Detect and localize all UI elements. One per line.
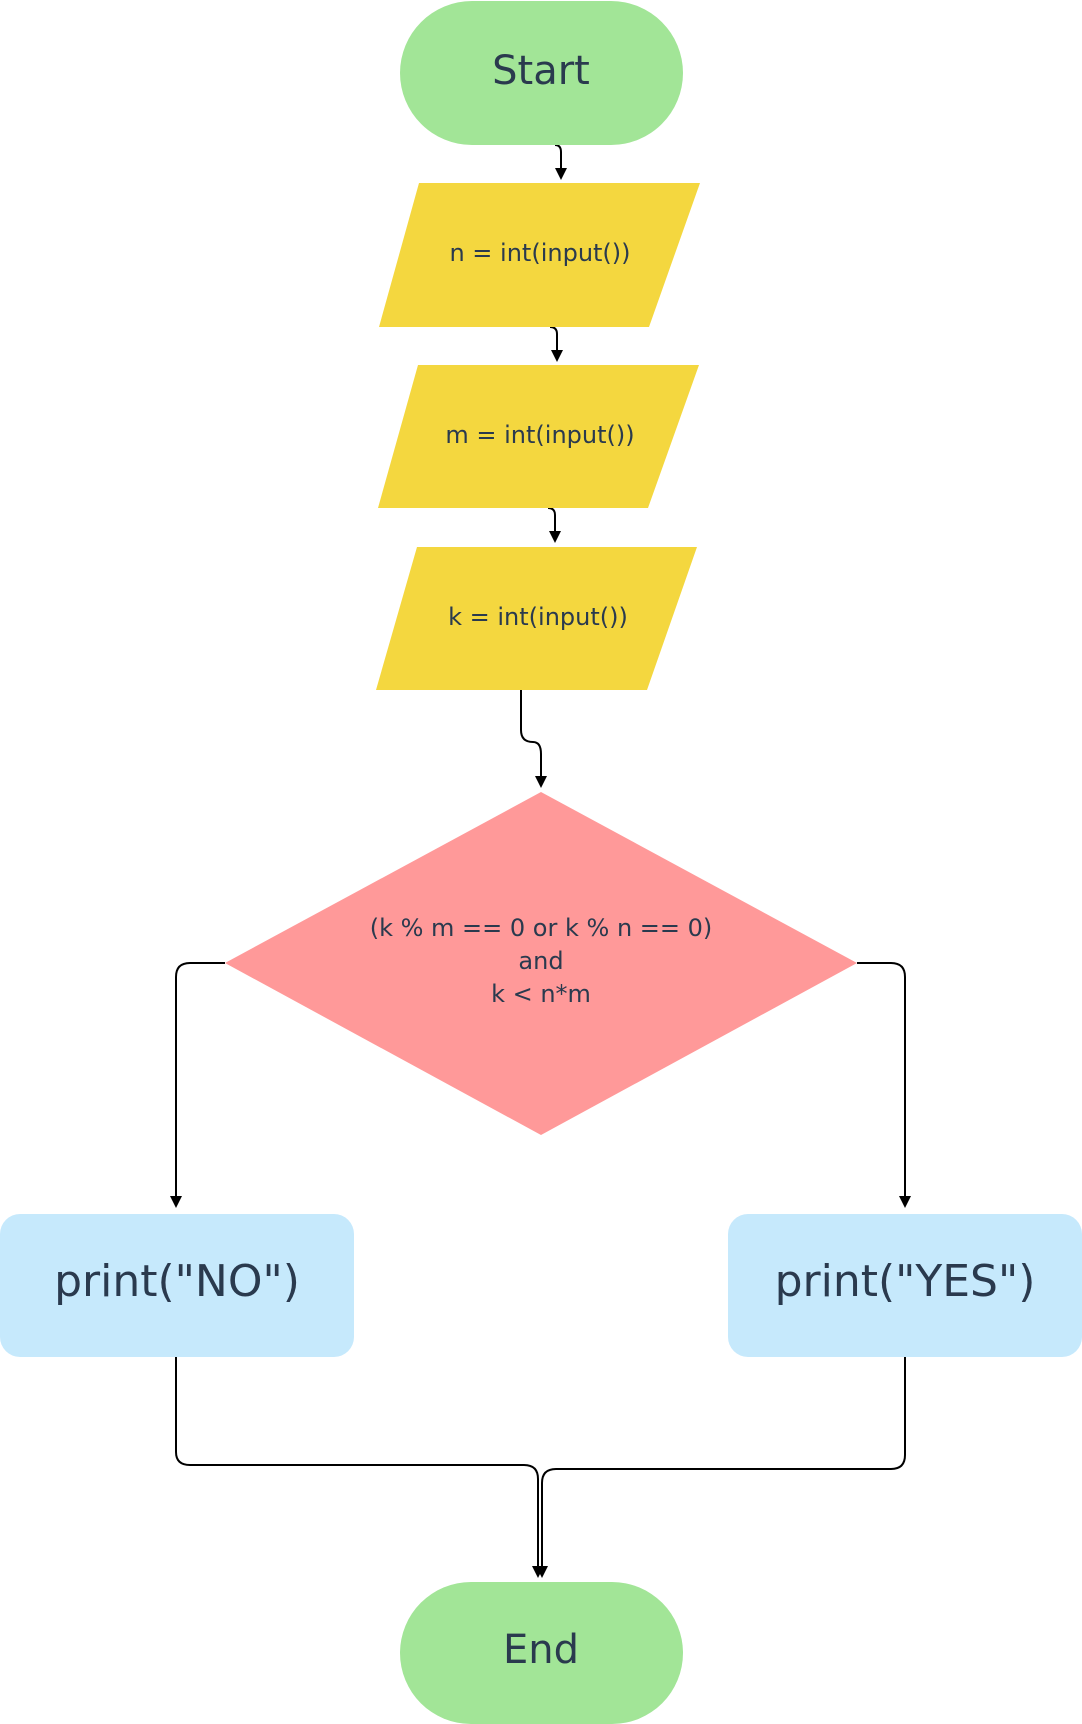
decision-line-2: and	[518, 947, 563, 975]
edge-start-to-n	[554, 144, 567, 180]
print-no-label: print("NO")	[54, 1256, 300, 1307]
input-k-label: k = int(input())	[448, 603, 628, 631]
input-k-shape	[376, 547, 697, 690]
print-no-shape	[0, 1214, 354, 1357]
input-n-label: n = int(input())	[449, 239, 630, 267]
input-m-label: m = int(input())	[445, 421, 634, 449]
end-shape	[400, 1582, 683, 1724]
print-yes-shape	[728, 1214, 1082, 1357]
start-label: Start	[492, 48, 590, 94]
edge-no-to-end	[175, 1357, 544, 1578]
print-yes-label: print("YES")	[775, 1256, 1036, 1307]
edge-yes-to-end	[536, 1357, 906, 1578]
end-label: End	[503, 1627, 579, 1673]
start-shape	[400, 1, 683, 145]
input-m-shape	[378, 365, 699, 508]
edge-decision-to-yes	[857, 962, 911, 1208]
decision-shape	[225, 792, 857, 1135]
edge-m-to-k	[547, 507, 561, 543]
edge-decision-to-no	[170, 962, 225, 1208]
edge-n-to-m	[549, 326, 563, 362]
input-n-node: n = int(input())	[379, 183, 700, 327]
start-node: Start	[400, 1, 683, 145]
input-n-shape	[379, 183, 700, 327]
decision-node: (k % m == 0 or k % n == 0) and k < n*m	[225, 792, 857, 1135]
input-k-node: k = int(input())	[376, 547, 697, 690]
input-m-node: m = int(input())	[378, 365, 699, 508]
end-node: End	[400, 1582, 683, 1724]
print-yes-node: print("YES")	[728, 1214, 1082, 1357]
print-no-node: print("NO")	[0, 1214, 354, 1357]
decision-line-3: k < n*m	[491, 980, 591, 1008]
decision-line-1: (k % m == 0 or k % n == 0)	[370, 914, 713, 942]
edge-k-to-decision	[520, 690, 547, 788]
